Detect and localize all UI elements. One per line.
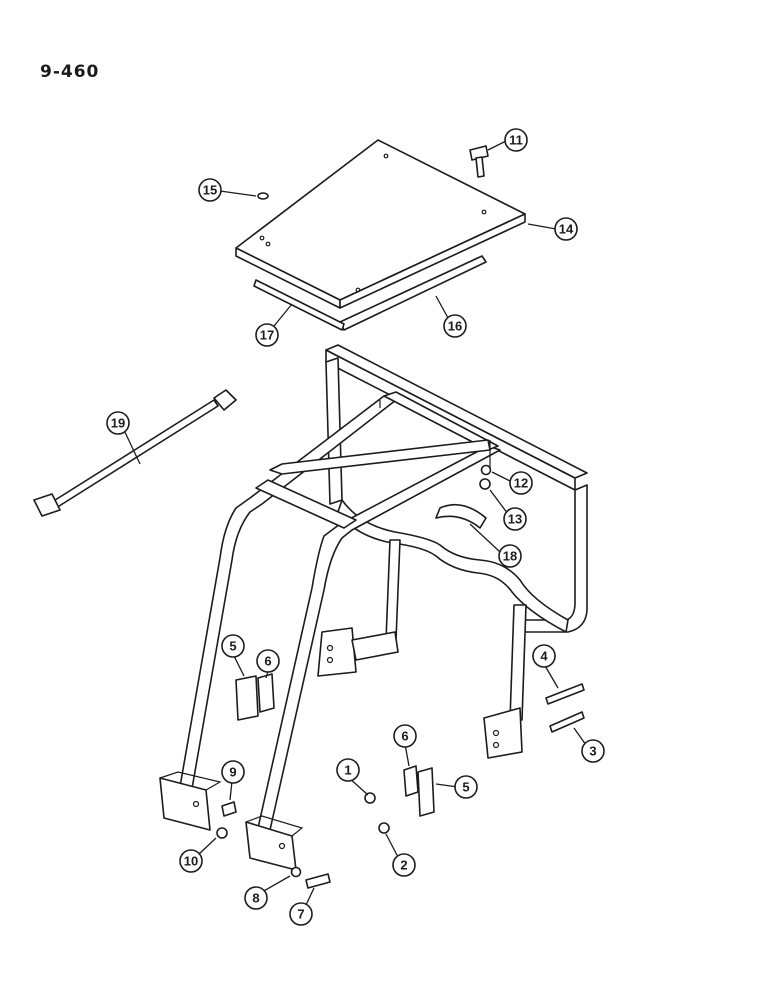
callout-9: 9	[221, 760, 245, 801]
svg-text:3: 3	[589, 744, 596, 759]
clamp-5-left	[235, 675, 259, 721]
nut-1	[364, 792, 376, 804]
callout-5-right: 5	[435, 775, 478, 799]
svg-text:12: 12	[514, 476, 528, 491]
plate-6-right	[403, 765, 419, 797]
callout-19: 19	[106, 411, 141, 465]
callout-8: 8	[244, 875, 291, 910]
bolt-7	[305, 873, 331, 889]
svg-text:8: 8	[252, 891, 259, 906]
nut-2	[378, 822, 390, 834]
svg-text:5: 5	[462, 780, 469, 795]
callout-12: 12	[491, 471, 533, 495]
callout-14: 14	[527, 217, 578, 241]
svg-text:18: 18	[503, 549, 517, 564]
svg-text:17: 17	[260, 328, 274, 343]
svg-text:4: 4	[540, 649, 548, 664]
callout-1: 1	[336, 758, 369, 796]
canopy-top	[235, 139, 526, 309]
callout-6-right: 6	[393, 724, 417, 767]
svg-text:7: 7	[297, 907, 304, 922]
callout-3: 3	[573, 727, 605, 763]
svg-text:10: 10	[184, 854, 198, 869]
svg-text:2: 2	[400, 858, 407, 873]
svg-text:6: 6	[401, 729, 408, 744]
decal-18	[435, 503, 487, 529]
callout-7: 7	[289, 887, 315, 926]
callout-5-left: 5	[221, 634, 245, 677]
svg-text:5: 5	[229, 639, 236, 654]
svg-text:19: 19	[111, 416, 125, 431]
callout-15: 15	[198, 178, 257, 202]
bolt-11	[469, 145, 489, 178]
callout-18: 18	[469, 523, 522, 568]
callout-4: 4	[532, 644, 559, 689]
bolt-4	[545, 683, 585, 705]
bolt-3	[549, 711, 585, 733]
svg-text:13: 13	[508, 512, 522, 527]
callout-13: 13	[489, 489, 527, 531]
callout-10: 10	[179, 837, 217, 873]
callout-11: 11	[487, 128, 528, 152]
callout-16: 16	[435, 295, 467, 338]
callout-2: 2	[385, 833, 416, 877]
callout-6-left: 6	[256, 649, 280, 679]
svg-text:6: 6	[264, 654, 271, 669]
callout-17: 17	[255, 303, 293, 347]
svg-text:15: 15	[203, 183, 217, 198]
page-reference: 9-460	[40, 62, 100, 82]
svg-text:14: 14	[559, 222, 574, 237]
rops-frame	[159, 344, 588, 871]
washer-12	[480, 464, 492, 476]
svg-text:9: 9	[229, 765, 236, 780]
plate-6-left	[257, 673, 275, 713]
svg-text:16: 16	[448, 319, 462, 334]
washer-8	[290, 866, 302, 878]
nut-13	[479, 478, 491, 490]
spacer-9	[221, 801, 237, 817]
svg-text:11: 11	[509, 133, 523, 148]
trim-strip-17	[253, 279, 345, 331]
plug-15	[257, 192, 269, 200]
svg-text:1: 1	[344, 763, 351, 778]
clamp-5-right	[417, 767, 435, 817]
nut-10	[216, 827, 228, 839]
